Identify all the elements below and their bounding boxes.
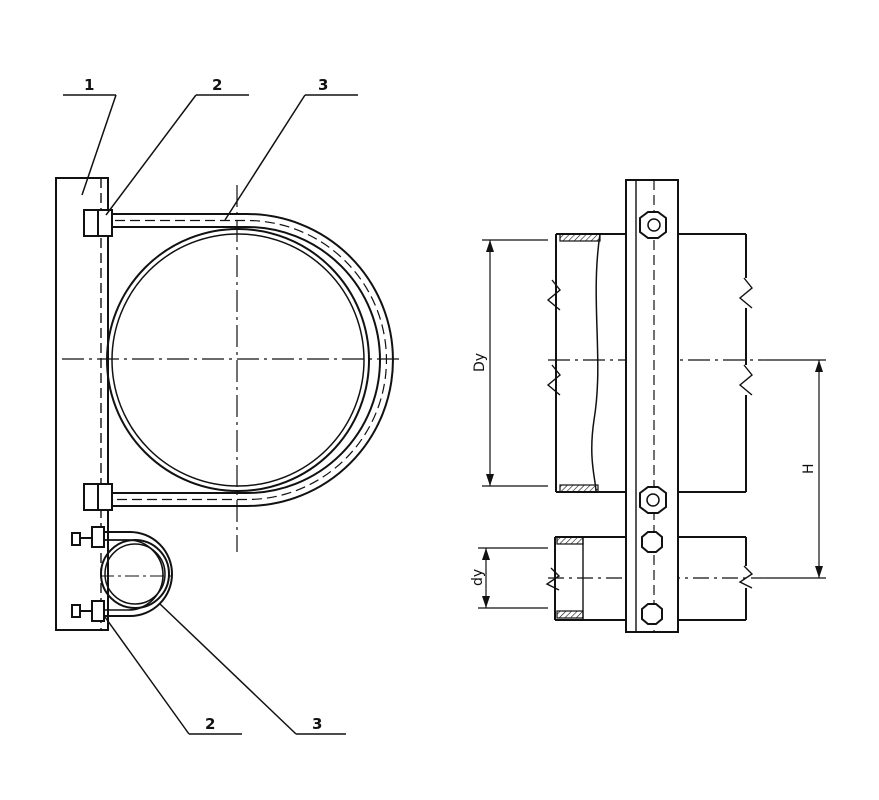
large-pipe — [106, 228, 370, 492]
small-nut-top — [91, 526, 105, 548]
nut-top — [83, 209, 99, 237]
large-u-bolt — [100, 213, 394, 507]
small-pipe-hatch-bottom — [556, 610, 584, 619]
callout-2-top-leader — [105, 94, 197, 216]
callout-2-bottom-leader — [104, 616, 190, 735]
side-plate — [625, 179, 679, 633]
left-view — [55, 94, 400, 735]
hex-nut-mid-hole — [646, 493, 660, 507]
small-break-left — [545, 567, 561, 591]
nut-top-2 — [97, 209, 113, 237]
h-arrow-top — [815, 360, 823, 372]
large-u-bolt-inner — [100, 226, 381, 494]
callout-2-top: 2 — [212, 76, 222, 94]
large-u-bolt-axis — [100, 219, 388, 501]
dim-label-small-diameter: dy — [470, 569, 486, 586]
small-nut-bottom — [91, 600, 105, 622]
break-line-right-top — [738, 277, 753, 309]
break-line-left-mid — [546, 364, 561, 396]
callout-3-top-leader — [224, 94, 306, 221]
callout-3-bottom-leader — [159, 603, 297, 735]
dy-large-arrow-top — [486, 240, 494, 252]
callout-1: 1 — [84, 76, 94, 94]
nut-bottom-2 — [97, 483, 113, 511]
hex-nut-small-bottom — [641, 603, 663, 625]
h-arrow-bottom — [815, 566, 823, 578]
dim-label-large-diameter: Dy — [472, 353, 488, 372]
small-bolt-tip-top — [71, 532, 81, 546]
break-line-left-top — [546, 279, 561, 311]
right-view — [478, 179, 826, 633]
hex-nut-mid — [639, 486, 667, 514]
mounting-plate — [55, 177, 109, 631]
large-pipe-hatch-bottom — [559, 484, 599, 493]
break-line-right-mid — [738, 364, 753, 396]
hex-nut-small-top — [641, 531, 663, 553]
small-u-bolt — [100, 531, 173, 617]
hex-nut-top-hole — [647, 218, 661, 232]
callout-1-leader — [81, 94, 117, 196]
small-pipe-hatch-top — [556, 536, 584, 545]
small-bolt-tip-bottom — [71, 604, 81, 618]
large-pipe-inner-wall — [591, 233, 601, 493]
callout-2-bottom: 2 — [205, 715, 215, 733]
small-pipe — [100, 539, 170, 609]
callout-3-bottom: 3 — [312, 715, 322, 733]
dy-small-arrow-bottom — [482, 596, 490, 608]
dim-label-height: H — [801, 463, 817, 474]
large-pipe-hatch-top — [559, 233, 601, 242]
small-pipe-inner — [104, 543, 166, 605]
dy-small-arrow-top — [482, 548, 490, 560]
small-u-bolt-inner-2 — [100, 539, 164, 611]
nut-bottom — [83, 483, 99, 511]
small-break-right — [738, 565, 754, 589]
large-pipe-inner — [111, 233, 365, 487]
callout-3-top: 3 — [318, 76, 328, 94]
hex-nut-top — [639, 211, 667, 239]
dy-large-arrow-bottom — [486, 474, 494, 486]
